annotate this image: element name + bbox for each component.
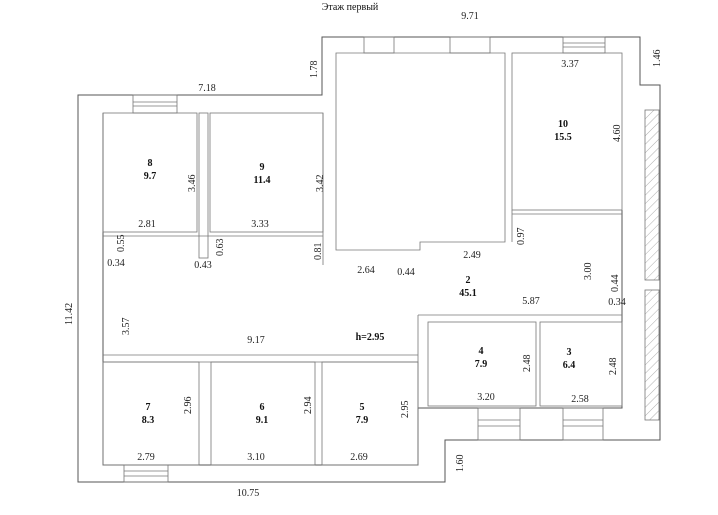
dimension: 2.79: [137, 452, 155, 463]
room-area: 9.1: [256, 415, 269, 426]
room-area: 11.4: [254, 175, 271, 186]
room-number: 4: [479, 346, 484, 357]
room-number: 6: [260, 402, 265, 413]
hatched-wall: [644, 289, 660, 421]
dimension: 3.00: [583, 263, 594, 281]
dimension: 0.97: [516, 228, 527, 246]
room-4: [427, 321, 537, 407]
dimension: 3.46: [187, 175, 198, 193]
dimension: 4.60: [612, 125, 623, 143]
stair-block: [335, 52, 506, 251]
dimension: 2.64: [357, 265, 375, 276]
room-6: [210, 361, 316, 466]
dimension: 0.44: [610, 275, 621, 293]
dimension: 2.58: [571, 394, 589, 405]
column: [198, 112, 209, 259]
room-area: 7.9: [356, 415, 369, 426]
dimension: 1.60: [455, 455, 466, 473]
dimension: 10.75: [237, 488, 260, 499]
dimension: 3.20: [477, 392, 495, 403]
dimension: 7.18: [198, 83, 216, 94]
room-area: 9.7: [144, 171, 157, 182]
dimension: 0.43: [194, 260, 212, 271]
dimension: 2.81: [138, 219, 156, 230]
dimension: 3.33: [251, 219, 269, 230]
dimension: 0.44: [397, 267, 415, 278]
dimension: 1.78: [309, 61, 320, 79]
room-number: 3: [567, 347, 572, 358]
room-number: 8: [148, 158, 153, 169]
room-number: 9: [260, 162, 265, 173]
dimension: 11.42: [64, 303, 75, 325]
dimension: 0.34: [107, 258, 125, 269]
dimension: 3.57: [121, 318, 132, 336]
floor-title: Этаж первый: [322, 2, 379, 13]
dimension: 3.37: [561, 59, 579, 70]
dimension: 2.48: [522, 355, 533, 373]
room-labels: 2 45.1 3 6.4 4 7.9 5 7.9 6 9.1 7 8.3 8 9…: [142, 119, 576, 426]
dimension: 2.94: [303, 397, 314, 415]
dimension: 3.42: [315, 175, 326, 193]
dimension: 0.81: [313, 243, 324, 261]
room-area: 45.1: [459, 288, 477, 299]
dimension: 2.48: [608, 358, 619, 376]
dimension: 2.69: [350, 452, 368, 463]
dimension: 9.71: [461, 11, 479, 22]
windows: [123, 36, 606, 483]
room-number: 10: [558, 119, 568, 130]
dimension: 5.87: [522, 296, 540, 307]
room-5: [321, 361, 419, 466]
ceiling-height: h=2.95: [356, 332, 385, 343]
room-area: 6.4: [563, 360, 576, 371]
outer-wall: [77, 36, 661, 483]
dimension: 0.34: [608, 297, 626, 308]
dimension: 2.96: [183, 397, 194, 415]
room-area: 15.5: [554, 132, 572, 143]
dimension: 0.63: [215, 239, 226, 257]
hatched-wall: [644, 109, 660, 281]
room-area: 7.9: [475, 359, 488, 370]
room-number: 7: [146, 402, 151, 413]
dimension: 2.95: [400, 401, 411, 419]
room-9: [209, 112, 324, 233]
dimension: 2.49: [463, 250, 481, 261]
dimension-labels: 9.71 7.18 1.78 1.46 11.42 10.75 1.60 3.3…: [64, 11, 663, 499]
dimension: 1.46: [652, 50, 663, 68]
dimension: 3.10: [247, 452, 265, 463]
room-number: 5: [360, 402, 365, 413]
dimension: 9.17: [247, 335, 265, 346]
dimension: 0.55: [116, 235, 127, 253]
room-3: [539, 321, 623, 407]
room-number: 2: [466, 275, 471, 286]
room-area: 8.3: [142, 415, 155, 426]
